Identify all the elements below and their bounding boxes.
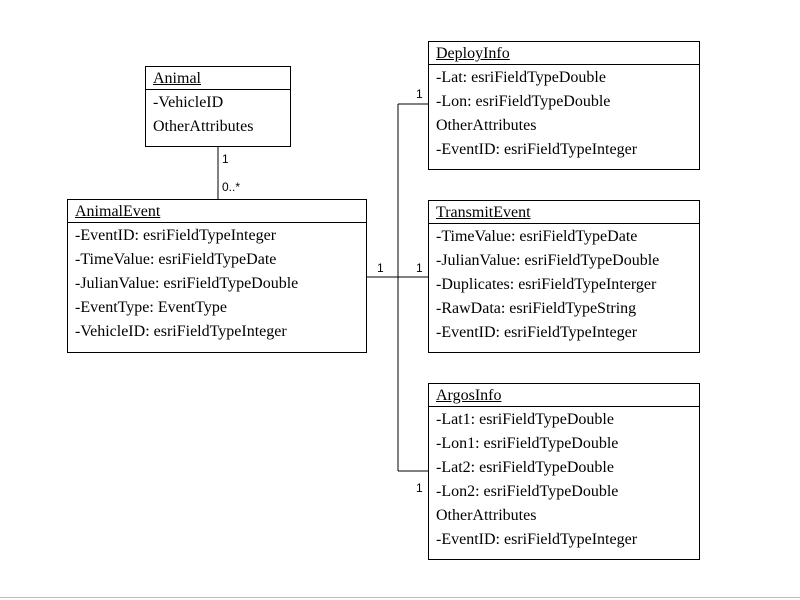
- class-deployinfo-attributes: -Lat: esriFieldTypeDouble -Lon: esriFiel…: [429, 65, 699, 162]
- class-animalevent-attributes: -EventID: esriFieldTypeInteger -TimeValu…: [68, 223, 366, 344]
- bottom-border: [0, 597, 800, 598]
- class-attribute: -EventID: esriFieldTypeInteger: [436, 141, 638, 158]
- class-attribute: -EventID: esriFieldTypeInteger: [436, 531, 638, 548]
- class-deployinfo-name: DeployInfo: [429, 42, 699, 65]
- class-attribute: -Lat2: esriFieldTypeDouble: [436, 459, 614, 476]
- class-attribute: -EventID: esriFieldTypeInteger: [75, 227, 277, 244]
- class-transmitevent-attributes: -TimeValue: esriFieldTypeDate -JulianVal…: [429, 224, 699, 345]
- class-attribute: OtherAttributes: [436, 117, 537, 134]
- class-argosinfo: ArgosInfo -Lat1: esriFieldTypeDouble -Lo…: [428, 383, 700, 560]
- multiplicity-deploy-side: 1: [416, 87, 423, 101]
- multiplicity-animal-side: 1: [222, 152, 229, 166]
- multiplicity-animalevent-right: 1: [377, 261, 384, 275]
- class-attribute: -VehicleID: esriFieldTypeInteger: [75, 323, 287, 340]
- multiplicity-argos-side: 1: [416, 481, 423, 495]
- class-attribute: -Duplicates: esriFieldTypeInterger: [436, 276, 657, 293]
- class-attribute: OtherAttributes: [436, 507, 537, 524]
- class-attribute: -EventID: esriFieldTypeInteger: [436, 324, 638, 341]
- class-attribute: -Lat1: esriFieldTypeDouble: [436, 411, 614, 428]
- class-argosinfo-attributes: -Lat1: esriFieldTypeDouble -Lon1: esriFi…: [429, 407, 699, 552]
- class-attribute: -RawData: esriFieldTypeString: [436, 300, 637, 317]
- class-transmitevent-name: TransmitEvent: [429, 201, 699, 224]
- multiplicity-event-side: 0..*: [222, 180, 241, 194]
- class-transmitevent: TransmitEvent -TimeValue: esriFieldTypeD…: [428, 200, 700, 353]
- class-animal: Animal -VehicleID OtherAttributes: [145, 66, 291, 147]
- class-animal-name: Animal: [146, 67, 290, 90]
- class-attribute: -Lon2: esriFieldTypeDouble: [436, 483, 619, 500]
- class-attribute: -Lon: esriFieldTypeDouble: [436, 93, 611, 110]
- class-animalevent: AnimalEvent -EventID: esriFieldTypeInteg…: [67, 199, 367, 353]
- class-attribute: -VehicleID: [153, 94, 224, 111]
- class-attribute: -JulianValue: esriFieldTypeDouble: [436, 252, 660, 269]
- class-animalevent-name: AnimalEvent: [68, 200, 366, 223]
- class-deployinfo: DeployInfo -Lat: esriFieldTypeDouble -Lo…: [428, 41, 700, 170]
- class-attribute: -EventType: EventType: [75, 299, 227, 316]
- class-attribute: -JulianValue: esriFieldTypeDouble: [75, 275, 299, 292]
- multiplicity-transmit-side: 1: [416, 261, 423, 275]
- class-attribute: -Lon1: esriFieldTypeDouble: [436, 435, 619, 452]
- class-attribute: OtherAttributes: [153, 118, 254, 135]
- class-attribute: -TimeValue: esriFieldTypeDate: [436, 228, 638, 245]
- class-animal-attributes: -VehicleID OtherAttributes: [146, 90, 290, 139]
- class-argosinfo-name: ArgosInfo: [429, 384, 699, 407]
- class-attribute: -Lat: esriFieldTypeDouble: [436, 69, 606, 86]
- class-attribute: -TimeValue: esriFieldTypeDate: [75, 251, 277, 268]
